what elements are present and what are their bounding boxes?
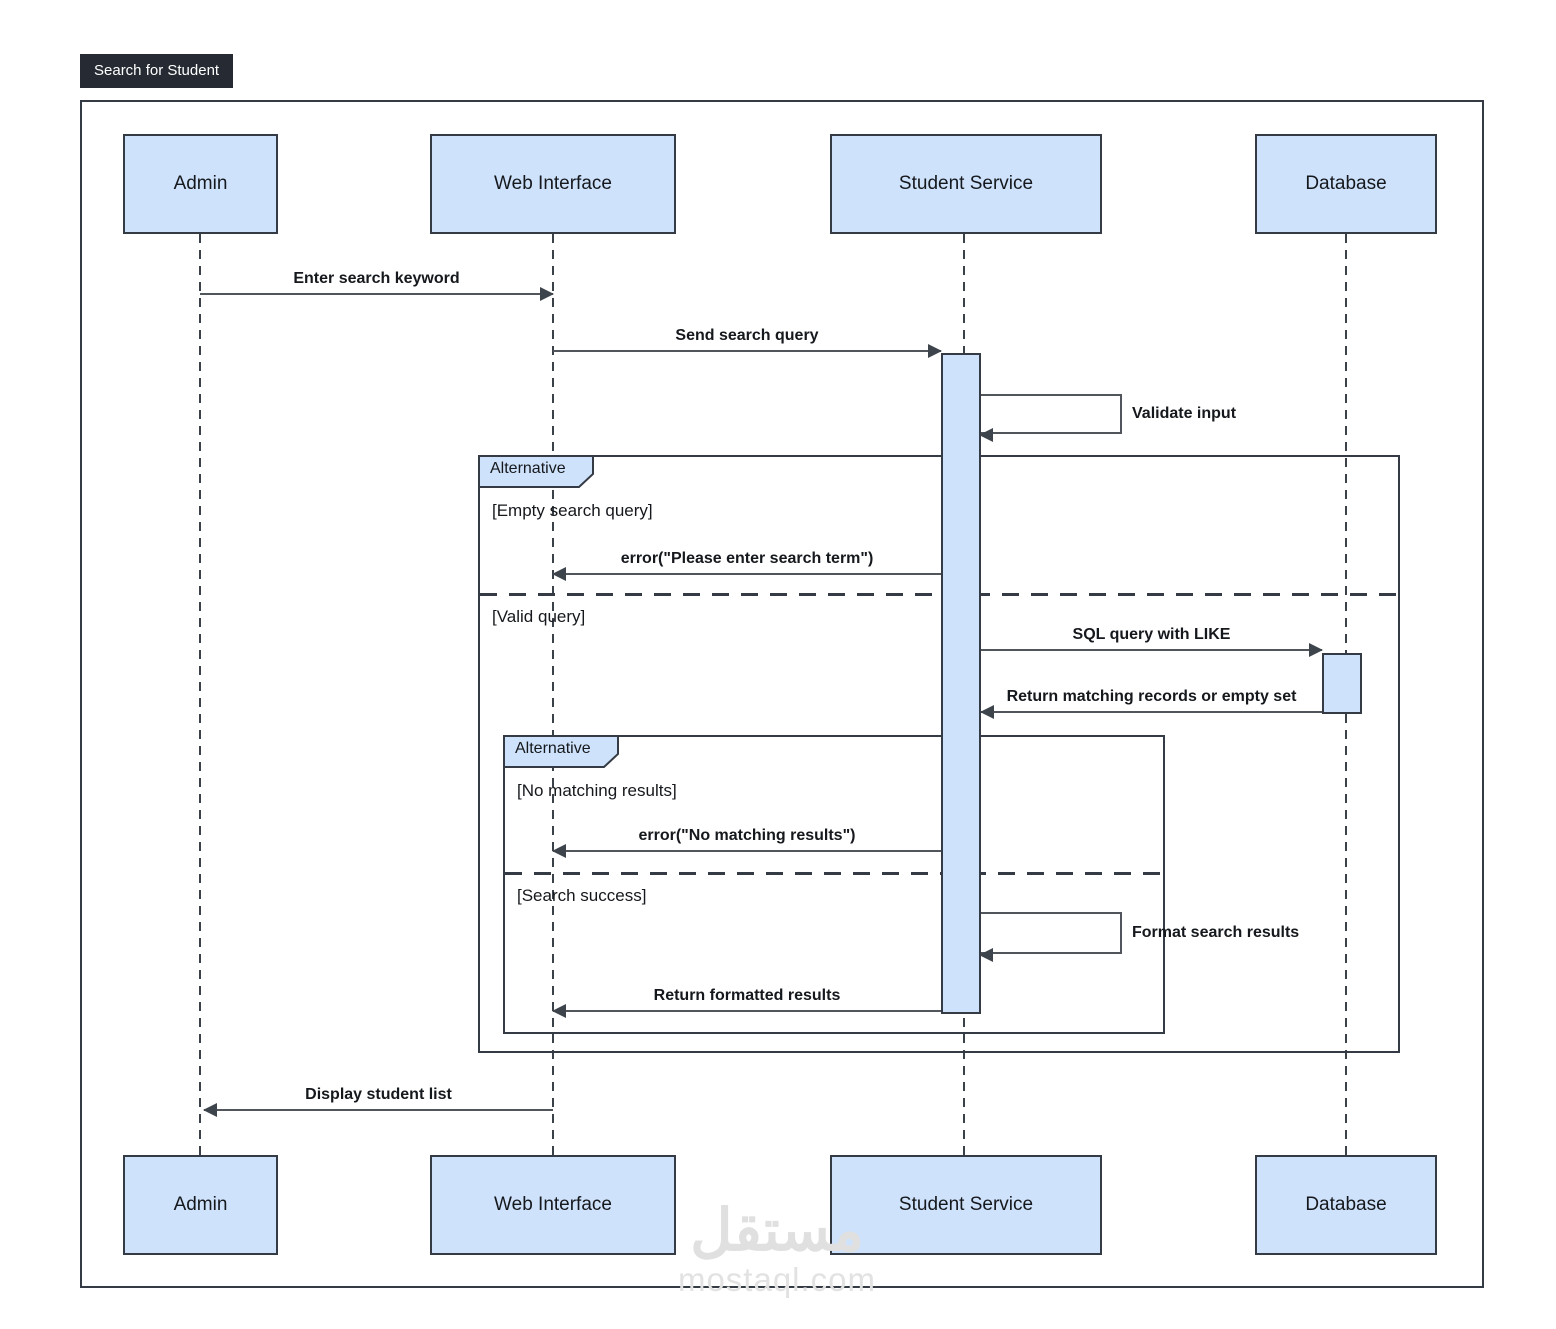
alt-frame-outer-tab: Alternative [478, 455, 594, 488]
participant-student-service-top: Student Service [830, 134, 1102, 234]
message-label: Return formatted results [653, 987, 841, 1004]
guard-empty-search-query: [Empty search query] [492, 501, 653, 520]
message-label: Send search query [675, 327, 819, 344]
guard-valid-query: [Valid query] [492, 607, 586, 626]
message-arrow-line [552, 1004, 941, 1018]
message-label: error("Please enter search term") [620, 550, 874, 567]
alt-frame-inner: Alternative [No matching results] [Searc… [503, 735, 1165, 1034]
lifeline-web-interface [552, 234, 554, 1155]
participant-label: Admin [173, 1194, 228, 1215]
message-arrow-line [981, 643, 1323, 657]
arrowhead-icon [203, 1103, 217, 1117]
message-arrow-line [200, 287, 554, 301]
arrowhead-icon [980, 705, 994, 719]
alt-frame-inner-label: Alternative [515, 740, 591, 757]
participant-label: Student Service [898, 173, 1034, 194]
message-label: Return matching records or empty set [1006, 688, 1297, 705]
self-message-loop [981, 912, 1122, 954]
guard-search-success: [Search success] [517, 886, 647, 905]
message-error-no-match: error("No matching results") [552, 827, 941, 858]
self-message-format-results: Format search results [979, 912, 1299, 962]
arrowhead-icon [979, 428, 993, 442]
message-arrow-line [553, 344, 942, 358]
activation-student-service [941, 353, 981, 1014]
alt-frame-inner-tab: Alternative [503, 735, 619, 768]
participant-web-interface-bottom: Web Interface [430, 1155, 676, 1255]
self-message-loop [981, 394, 1122, 434]
participant-admin-bottom: Admin [123, 1155, 278, 1255]
alt-frame-outer: Alternative [Empty search query] [Valid … [478, 455, 1400, 1053]
message-sql-query: SQL query with LIKE [981, 626, 1323, 657]
alt-frame-inner-divider [505, 872, 1163, 875]
message-label: Validate input [1132, 405, 1237, 422]
participant-label: Database [1305, 173, 1387, 194]
participant-database-bottom: Database [1255, 1155, 1437, 1255]
participant-label: Database [1305, 1194, 1387, 1215]
diagram-title: Search for Student [80, 54, 234, 88]
arrowhead-icon [928, 344, 942, 358]
lifeline-admin [199, 234, 201, 1155]
activation-database [1322, 653, 1362, 714]
participant-label: Admin [173, 173, 228, 194]
participant-label: Web Interface [494, 1194, 612, 1215]
arrowhead-icon [552, 844, 566, 858]
message-label: error("No matching results") [638, 827, 856, 844]
participant-student-service-bottom: Student Service [830, 1155, 1102, 1255]
alt-frame-outer-label: Alternative [490, 460, 566, 477]
participant-database-top: Database [1255, 134, 1437, 234]
arrowhead-icon [1309, 643, 1323, 657]
message-send-search-query: Send search query [553, 327, 942, 358]
guard-no-matching-results: [No matching results] [517, 781, 677, 800]
alt-frame-outer-divider [480, 593, 1398, 596]
message-enter-search-keyword: Enter search keyword [200, 270, 554, 301]
participant-admin-top: Admin [123, 134, 278, 234]
arrowhead-icon [552, 567, 566, 581]
arrowhead-icon [540, 287, 554, 301]
message-label: Display student list [305, 1086, 452, 1103]
arrowhead-icon [552, 1004, 566, 1018]
arrowhead-icon [979, 948, 993, 962]
participant-label: Student Service [898, 1194, 1034, 1215]
diagram-frame [80, 100, 1484, 1288]
message-display-student-list: Display student list [203, 1086, 553, 1117]
message-arrow-line [203, 1103, 553, 1117]
message-label: SQL query with LIKE [1072, 626, 1231, 643]
participant-label: Web Interface [494, 173, 612, 194]
message-arrow-line [552, 844, 941, 858]
message-label: Format search results [1132, 924, 1300, 941]
message-label: Enter search keyword [293, 270, 460, 287]
message-return-formatted: Return formatted results [552, 987, 941, 1018]
message-arrow-line [980, 705, 1322, 719]
self-message-validate-input: Validate input [979, 394, 1236, 442]
message-arrow-line [552, 567, 941, 581]
participant-web-interface-top: Web Interface [430, 134, 676, 234]
message-return-records: Return matching records or empty set [980, 688, 1322, 719]
message-error-empty-query: error("Please enter search term") [552, 550, 941, 581]
